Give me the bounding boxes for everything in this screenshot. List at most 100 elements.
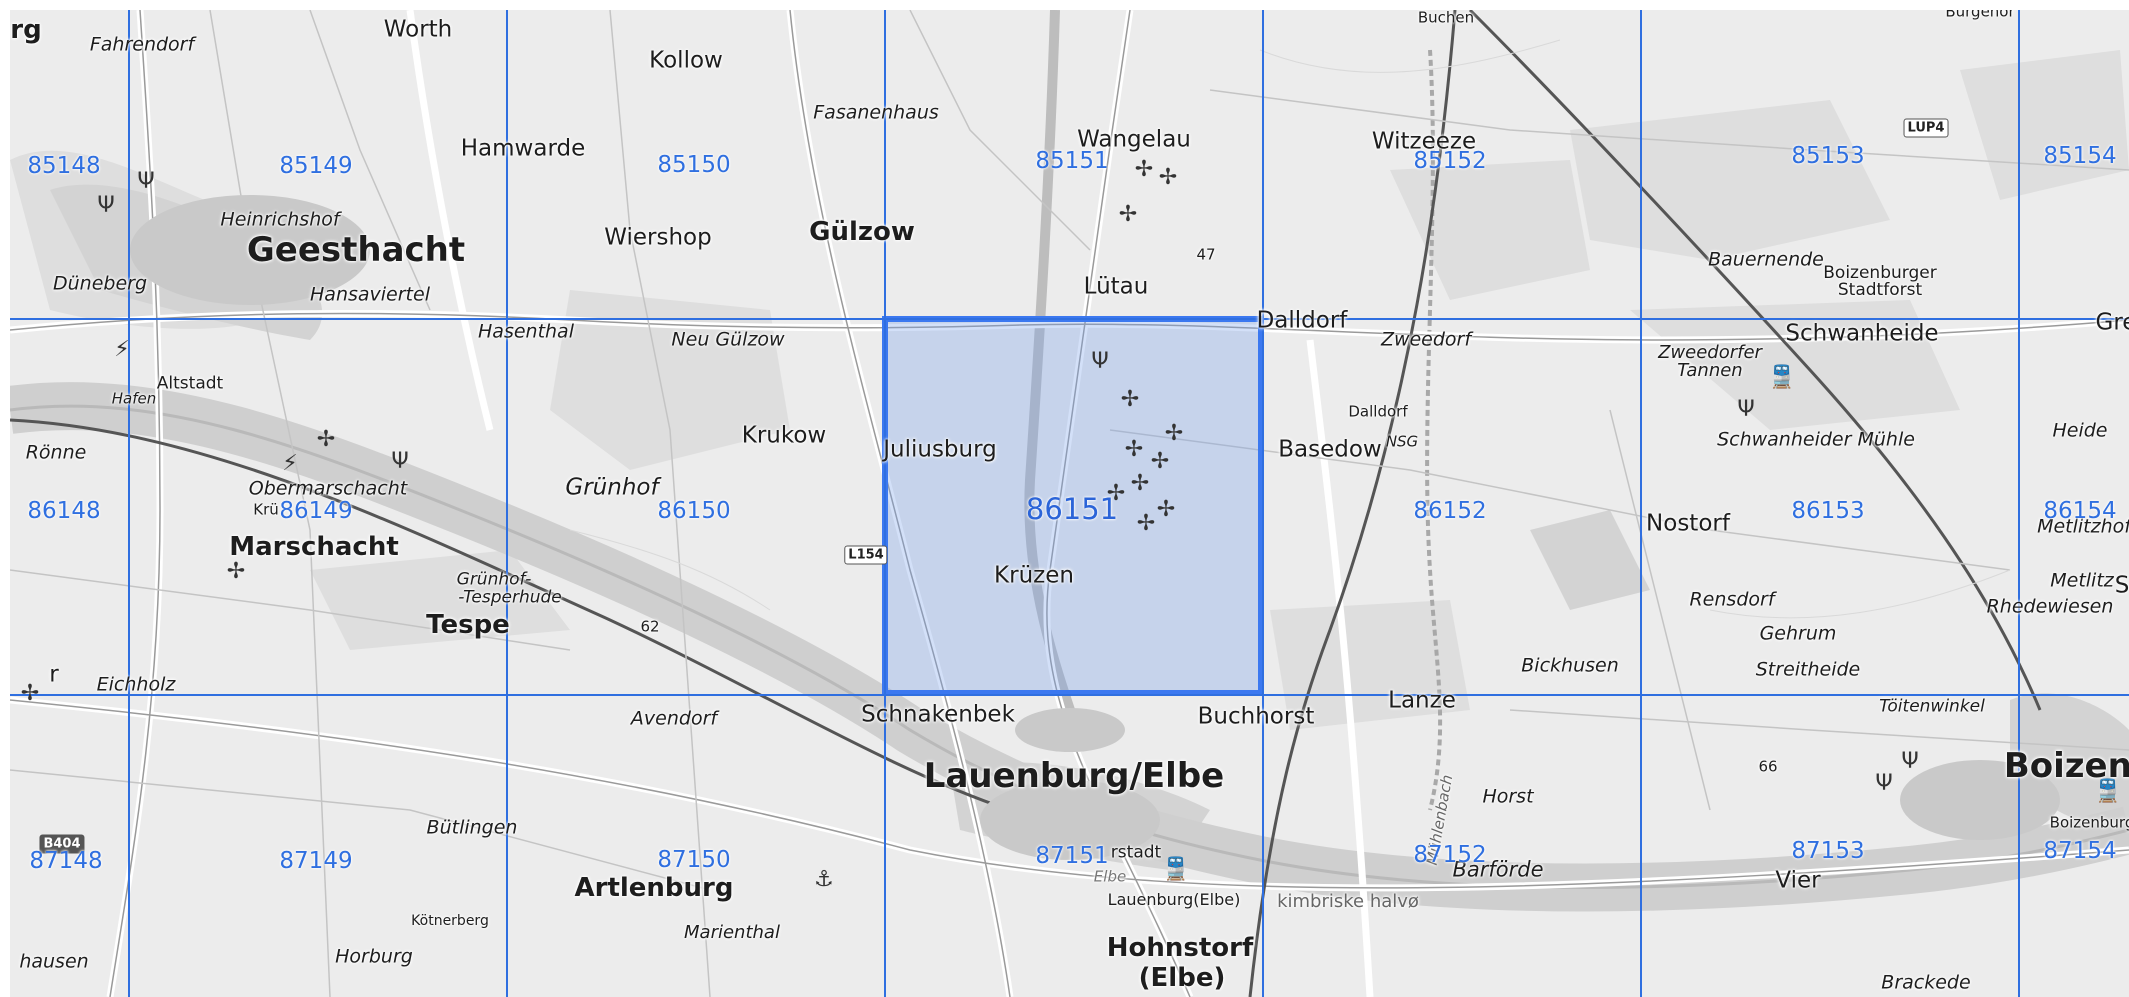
topographic-map[interactable]: ✢ ✢ ✢ ✢ ✢ ✢ ✢ ✢ ✢ ✢ ✢ ✢ ✢ ✢ Ψ Ψ Ψ Ψ Ψ Ψ … [10, 10, 2129, 997]
grid-cell-label[interactable]: 87151 [1035, 843, 1109, 869]
place-label: Hansaviertel [310, 283, 430, 306]
train-station-icon: 🚆 [1162, 857, 1190, 882]
grid-cell-label[interactable]: 85154 [2043, 143, 2117, 169]
place-label: Kötnerberg [411, 913, 489, 929]
grid-cell-label[interactable]: 87150 [657, 847, 731, 873]
wind-turbine-icon: ✢ [226, 559, 246, 584]
place-label: Boizenburger Stadtforst [1823, 263, 1937, 300]
place-label: Metlitzhof [2037, 515, 2129, 538]
place-label: Kollow [649, 47, 723, 74]
grid-cell-label[interactable]: 87148 [29, 848, 103, 874]
grid-cell-label[interactable]: 85150 [657, 152, 731, 178]
place-label: Eichholz [96, 673, 176, 696]
place-label: Lütau [1083, 273, 1149, 300]
place-label: Vier [1775, 867, 1821, 894]
place-label: Schwanheide [1785, 320, 1939, 347]
grid-cell-label[interactable]: 85148 [27, 153, 101, 179]
grid-cell-label[interactable]: 86150 [657, 498, 731, 524]
place-label: Hohnstorf [1106, 933, 1254, 963]
radio-tower-icon: Ψ [391, 449, 409, 474]
place-label: Lanze [1388, 687, 1456, 714]
place-label: Horburg [335, 945, 413, 968]
place-label: Bickhusen [1521, 654, 1619, 677]
grid-line-vertical [1262, 10, 1264, 997]
place-label: Lauenburg(Elbe) [1107, 890, 1241, 909]
wind-turbine-icon: ✢ [1106, 481, 1126, 506]
grid-cell-label[interactable]: 87154 [2043, 838, 2117, 864]
road-shield: B404 [39, 834, 85, 854]
place-label: Hamwarde [460, 135, 586, 162]
place-label: r [49, 661, 59, 688]
place-label: hausen [19, 950, 89, 973]
place-label: Neu Gülzow [671, 328, 785, 351]
train-station-icon: 🚆 [1768, 365, 1796, 390]
place-label: Worth [383, 16, 453, 43]
map-base-layer [10, 10, 2129, 997]
grid-line-horizontal [10, 694, 2129, 696]
place-label: Krüzen [994, 562, 1074, 589]
selected-grid-cell[interactable] [882, 316, 1264, 696]
wind-turbine-icon: ✢ [1118, 202, 1138, 227]
road-shield: LUP4 [1903, 118, 1949, 138]
place-label: Brackede [1881, 971, 1971, 994]
wind-turbine-icon: ✢ [1156, 497, 1176, 522]
power-station-icon: ⚡ [114, 337, 130, 362]
place-label: Boizenb [2003, 746, 2129, 786]
grid-cell-label[interactable]: 85151 [1035, 148, 1109, 174]
place-label: Gülzow [809, 217, 915, 247]
place-label: -Tesperhude [458, 587, 562, 608]
grid-line-vertical [128, 10, 130, 997]
place-label: NSG [1385, 432, 1419, 451]
place-label: Barförde [1452, 857, 1544, 882]
place-label: Heide [2052, 419, 2108, 442]
radio-tower-icon: Ψ [137, 169, 155, 194]
grid-cell-label[interactable]: 86149 [279, 498, 353, 524]
wind-turbine-icon: ✢ [1164, 421, 1184, 446]
place-label: rg [10, 15, 42, 45]
place-label: Rensdorf [1689, 588, 1775, 611]
train-station-icon: 🚆 [2094, 779, 2122, 804]
grid-cell-label[interactable]: 87149 [279, 848, 353, 874]
grid-cell-label[interactable]: 87153 [1791, 838, 1865, 864]
radio-tower-icon: Ψ [1875, 771, 1893, 796]
grid-cell-label[interactable]: 85149 [279, 153, 353, 179]
place-label: kimbriske halvø [1277, 891, 1419, 912]
place-label: Hasenthal [478, 320, 574, 343]
place-label: Fahrendorf [89, 33, 195, 56]
grid-cell-label-selected[interactable]: 86151 [1025, 492, 1119, 526]
radio-tower-icon: Ψ [97, 193, 115, 218]
place-label: Krü [253, 500, 279, 519]
grid-cell-label[interactable]: 86152 [1413, 498, 1487, 524]
place-label: Horst [1482, 785, 1534, 808]
grid-cell-label[interactable]: 86154 [2043, 498, 2117, 524]
road-shield: L154 [844, 545, 888, 565]
place-label: Wiershop [604, 224, 712, 251]
place-label: Basedow [1278, 436, 1382, 463]
radio-tower-icon: Ψ [1091, 349, 1109, 374]
place-label: Grünhof- [456, 569, 532, 590]
wind-turbine-icon: ✢ [1130, 471, 1150, 496]
wind-turbine-icon: ✢ [1150, 449, 1170, 474]
place-label: Fasanenhaus [813, 101, 939, 124]
elevation-label: 47 [1196, 245, 1216, 264]
radio-tower-icon: Ψ [1901, 749, 1919, 774]
grid-line-vertical [2018, 10, 2020, 997]
grid-cell-label[interactable]: 86153 [1791, 498, 1865, 524]
place-label: Heinrichshof [220, 208, 340, 231]
grid-line-horizontal [10, 318, 2129, 320]
place-label: Wangelau [1077, 126, 1191, 153]
place-label: Grünhof [565, 474, 659, 501]
grid-cell-label[interactable]: 85152 [1413, 148, 1487, 174]
place-label: Boizenburg [2049, 813, 2129, 832]
place-label: Juliusburg [883, 436, 997, 463]
grid-cell-label[interactable]: 86148 [27, 498, 101, 524]
ferry-icon: ⚓ [814, 867, 834, 892]
elevation-label: 62 [640, 617, 660, 636]
place-label: Gre [2095, 309, 2129, 336]
place-label: Düneberg [52, 272, 148, 295]
wind-turbine-icon: ✢ [316, 427, 336, 452]
place-label: Artlenburg [574, 873, 734, 903]
radio-tower-icon: Ψ [1737, 397, 1755, 422]
grid-cell-label[interactable]: 85153 [1791, 143, 1865, 169]
grid-cell-label[interactable]: 87152 [1413, 842, 1487, 868]
